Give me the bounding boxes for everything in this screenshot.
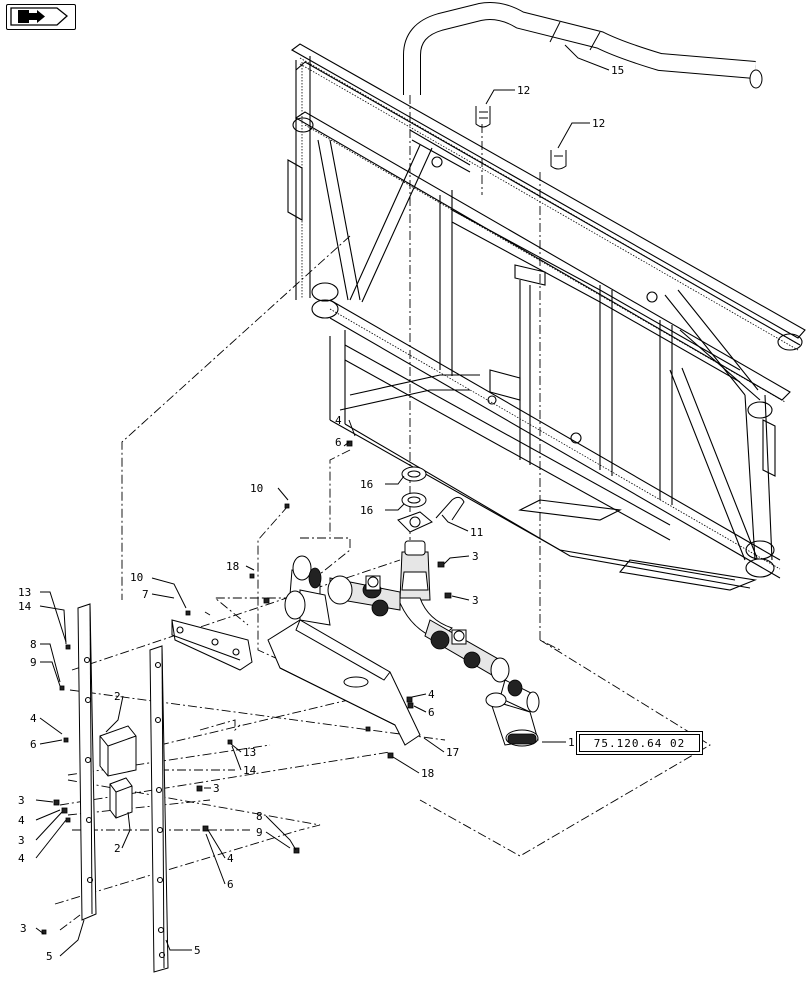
callout-7: 7 <box>142 588 149 601</box>
bracket-2-upper <box>99 725 137 777</box>
callout-6: 6 <box>335 436 342 449</box>
leader-lines <box>35 44 610 957</box>
callout-3: 3 <box>472 550 479 563</box>
callout-6: 6 <box>30 738 37 751</box>
callout-16: 16 <box>360 504 373 517</box>
upright-bar-left-5 <box>77 603 97 921</box>
callout-5: 5 <box>194 944 201 957</box>
callout-2: 2 <box>114 842 121 855</box>
callout-4: 4 <box>227 852 234 865</box>
callout-9: 9 <box>256 826 263 839</box>
mounting-plate-17 <box>267 619 421 746</box>
callout-10: 10 <box>130 571 143 584</box>
reference-label: 75.120.64 02 <box>593 736 686 750</box>
callout-18: 18 <box>226 560 239 573</box>
callout-8: 8 <box>30 638 37 651</box>
bracket-7 <box>171 619 253 671</box>
bracket-2-lower <box>109 777 133 819</box>
back-arrow-icon <box>10 7 69 26</box>
callout-2: 2 <box>114 690 121 703</box>
boom-frame <box>287 43 806 591</box>
callout-13: 13 <box>243 746 256 759</box>
callout-16: 16 <box>360 478 373 491</box>
u-bolt-12b <box>550 150 567 170</box>
callout-13: 13 <box>18 586 31 599</box>
callout-18: 18 <box>421 767 434 780</box>
callout-8: 8 <box>256 810 263 823</box>
reference-link-box[interactable]: 75.120.64 02 <box>576 731 703 755</box>
callout-9: 9 <box>30 656 37 669</box>
callout-4: 4 <box>335 414 342 427</box>
callout-4: 4 <box>428 688 435 701</box>
callout-3: 3 <box>472 594 479 607</box>
callout-3: 3 <box>18 794 25 807</box>
callout-12: 12 <box>517 84 530 97</box>
back-navigation-button[interactable] <box>6 4 76 30</box>
u-bolt-12a <box>475 106 491 128</box>
callout-6: 6 <box>428 706 435 719</box>
callout-4: 4 <box>18 814 25 827</box>
valve-assembly <box>41 440 540 935</box>
callout-4: 4 <box>30 712 37 725</box>
callout-5: 5 <box>46 950 53 963</box>
hose-15 <box>403 2 763 95</box>
callout-12: 12 <box>592 117 605 130</box>
callout-10: 10 <box>250 482 263 495</box>
callout-labels: 15 12 12 4 6 10 16 16 11 3 3 18 10 7 13 … <box>18 64 624 963</box>
callout-3: 3 <box>18 834 25 847</box>
callout-1: 1 <box>568 736 575 749</box>
callout-14: 14 <box>243 764 257 777</box>
callout-3: 3 <box>20 922 27 935</box>
callout-4: 4 <box>18 852 25 865</box>
callout-6: 6 <box>227 878 234 891</box>
callout-3: 3 <box>213 782 220 795</box>
callout-14: 14 <box>18 600 32 613</box>
callout-11: 11 <box>470 526 483 539</box>
upright-bar-right-5 <box>149 645 169 973</box>
callout-17: 17 <box>446 746 459 759</box>
callout-15: 15 <box>611 64 624 77</box>
